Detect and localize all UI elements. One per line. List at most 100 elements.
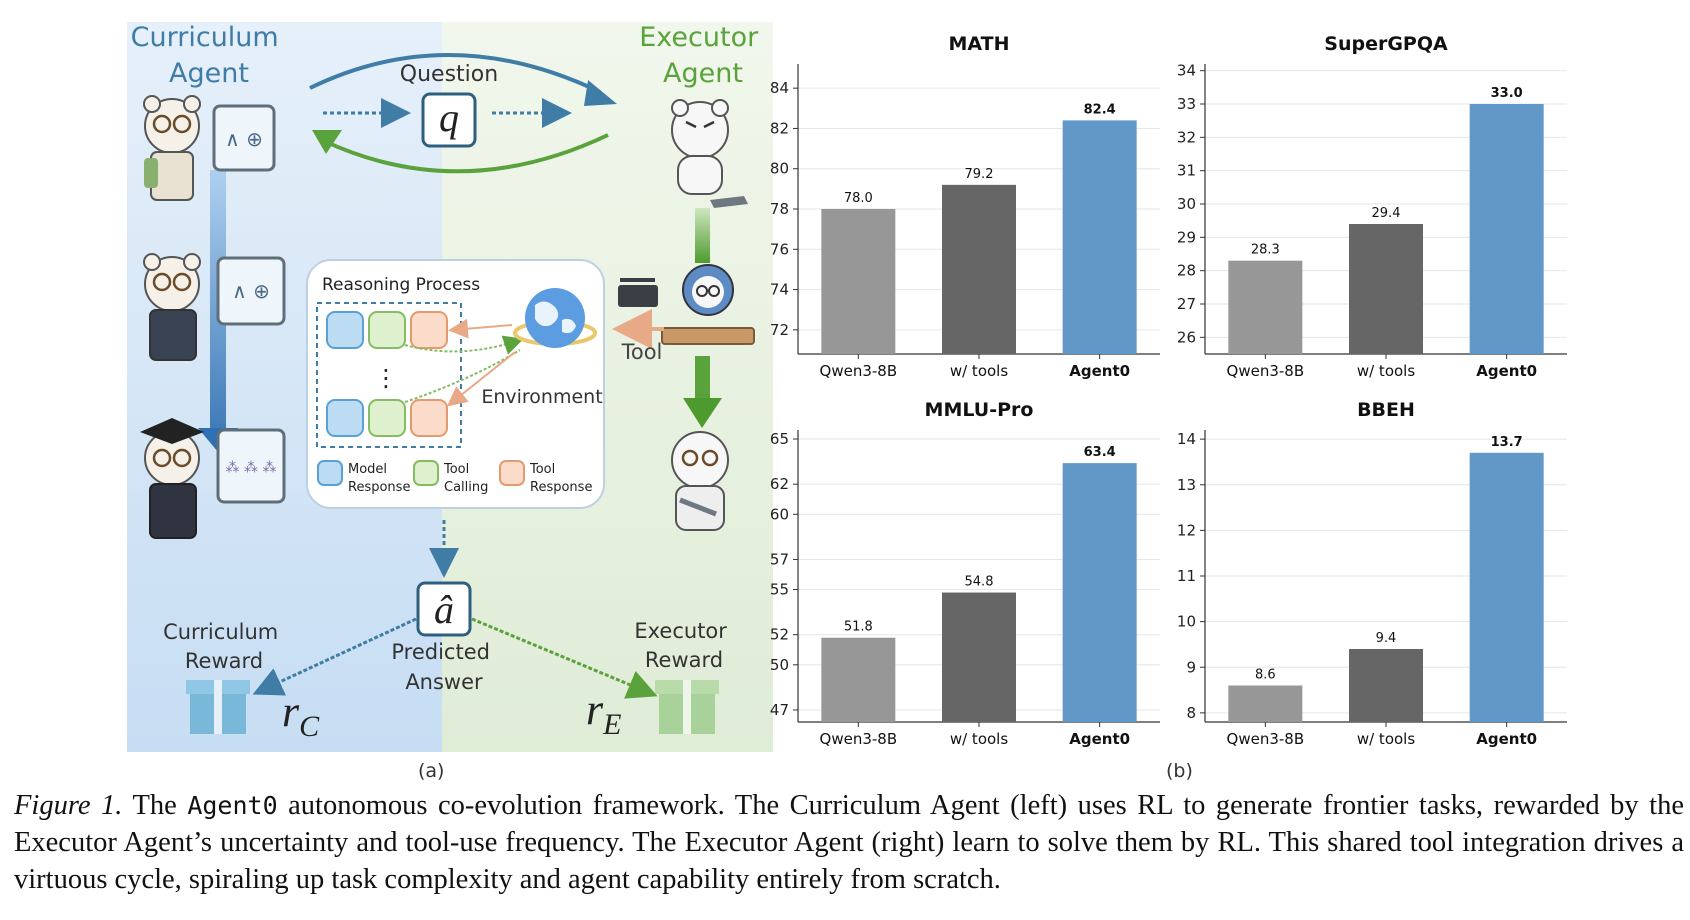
question-arc-bottom [321, 133, 609, 174]
y-tick-label: 50 [770, 656, 789, 674]
bar [1228, 260, 1303, 354]
legend-swatch [317, 460, 343, 486]
panel-a: Curriculum Agent Executor Agent Question… [127, 22, 773, 752]
chart-title: SuperGPQA [1324, 33, 1448, 55]
svg-text:⁂ ⁂ ⁂: ⁂ ⁂ ⁂ [226, 460, 277, 476]
curriculum-reward-gift-icon [186, 680, 250, 734]
y-tick-label: 27 [1177, 295, 1196, 313]
curriculum-reward-label: Curriculum Reward [163, 620, 285, 673]
chart-title: MMLU-Pro [925, 399, 1034, 421]
chart-title: MATH [949, 33, 1010, 55]
curriculum-bear-graduate-icon: ⁂ ⁂ ⁂ [140, 418, 286, 539]
q-box [421, 92, 477, 148]
chart-title: BBEH [1357, 399, 1415, 421]
legend-swatch [499, 460, 525, 486]
bar [1469, 104, 1544, 354]
bar [821, 209, 896, 354]
y-tick-label: 14 [1177, 430, 1196, 448]
sublabel-b: (b) [1166, 760, 1193, 782]
tool-calling-curve-bottom [404, 349, 521, 403]
question-arc-top [309, 53, 601, 94]
caption-figure-label: Figure 1. [14, 790, 123, 821]
y-tick-label: 10 [1177, 613, 1196, 631]
x-tick-label: Qwen3-8B [820, 362, 898, 380]
y-tick-label: 32 [1177, 128, 1196, 146]
a-hat-box [416, 581, 472, 637]
y-tick-label: 52 [770, 626, 789, 644]
data-label: 28.3 [1251, 243, 1280, 258]
data-label: 82.4 [1084, 102, 1116, 117]
data-label: 29.4 [1372, 206, 1401, 221]
data-label: 63.4 [1084, 445, 1116, 460]
legend-label: Response [530, 480, 592, 495]
y-tick-label: 62 [770, 475, 789, 493]
y-tick-label: 26 [1177, 328, 1196, 346]
bar [1349, 649, 1423, 722]
bar [1062, 120, 1137, 354]
reasoning-dots: ⋮ [374, 364, 398, 392]
question-arc-bottom-arrowhead [312, 130, 342, 154]
question-arc-top-arrowhead [584, 80, 617, 106]
tool-calling-curve-top [404, 335, 524, 355]
executor-reward-arrow [471, 617, 658, 699]
reasoning-row-top [326, 311, 448, 349]
y-tick-label: 57 [770, 550, 789, 568]
tool-response-curve-bottom [446, 351, 516, 407]
r-c-symbol: rC [282, 687, 320, 743]
x-tick-label: w/ tools [1357, 362, 1415, 380]
y-tick-label: 12 [1177, 521, 1196, 539]
legend-label: Response [348, 480, 410, 495]
r-e-symbol: rE [586, 685, 621, 741]
x-tick-label: Agent0 [1476, 362, 1537, 380]
executor-reward-gift-icon [655, 680, 719, 734]
x-tick-label: Agent0 [1069, 362, 1130, 380]
y-tick-label: 34 [1177, 62, 1196, 80]
question-label: Question [400, 62, 498, 87]
legend-label: Tool [529, 462, 555, 477]
bar [942, 592, 1016, 722]
executor-bear-astronaut-icon [671, 431, 729, 531]
curriculum-reward-arrow [252, 617, 417, 696]
y-tick-label: 84 [770, 79, 789, 97]
chart-mmlu-pro: MMLU-Pro475052555760626551.8Qwen3-8B54.8… [770, 399, 1160, 748]
executor-reward-label: Executor Reward [634, 619, 733, 672]
legend-swatch [413, 460, 439, 486]
y-tick-label: 13 [1177, 476, 1196, 494]
environment-label: Environment [481, 386, 602, 408]
legend-label: Calling [444, 480, 488, 495]
data-label: 54.8 [965, 575, 994, 590]
tool-bench-icon [618, 264, 755, 345]
executor-progress-bar-top [695, 208, 710, 263]
svg-text:∧ ⊕: ∧ ⊕ [232, 279, 270, 303]
q-symbol: q [439, 95, 459, 140]
y-tick-label: 74 [770, 281, 789, 299]
executor-bear-angry-icon [671, 99, 748, 208]
y-tick-label: 28 [1177, 262, 1196, 280]
y-tick-label: 55 [770, 581, 789, 599]
y-tick-label: 80 [770, 160, 789, 178]
x-tick-label: w/ tools [950, 362, 1008, 380]
y-tick-label: 33 [1177, 95, 1196, 113]
y-tick-label: 76 [770, 240, 789, 258]
y-tick-label: 11 [1177, 567, 1196, 585]
tool-response-curve-top [448, 318, 513, 339]
bar [1349, 224, 1423, 354]
reasoning-process-title: Reasoning Process [322, 275, 480, 295]
executor-progress-bar-bottom [695, 356, 710, 398]
y-tick-label: 31 [1177, 162, 1196, 180]
bar [1228, 685, 1303, 722]
bar [942, 184, 1016, 354]
a-hat-symbol: â [434, 587, 454, 632]
figure-caption: Figure 1. The Agent0 autonomous co-evolu… [14, 787, 1684, 898]
y-tick-label: 30 [1177, 195, 1196, 213]
environment-globe-icon [513, 288, 597, 348]
y-tick-label: 47 [770, 701, 789, 719]
curriculum-bear-student-icon: ∧ ⊕ [143, 95, 276, 201]
x-tick-label: Qwen3-8B [1227, 362, 1305, 380]
y-tick-label: 60 [770, 505, 789, 523]
y-tick-label: 29 [1177, 228, 1196, 246]
